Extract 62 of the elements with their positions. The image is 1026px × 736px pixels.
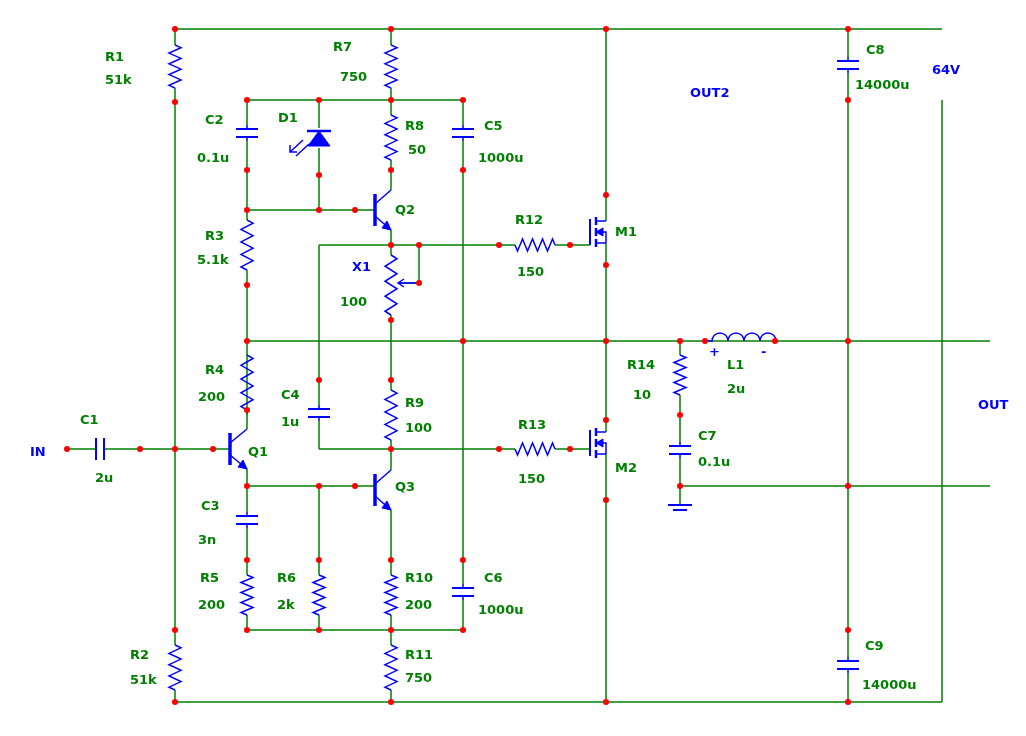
component-label: R10: [405, 570, 434, 586]
net-label: +: [709, 344, 720, 360]
component-label: 150: [517, 264, 545, 280]
component-label: 100: [405, 420, 433, 436]
net-label: -: [761, 344, 767, 360]
component-label: 14000u: [862, 677, 917, 693]
component-label: 10: [633, 387, 652, 403]
component-label: D1: [278, 110, 298, 126]
component-label: 200: [198, 389, 226, 405]
net-label: 64V: [932, 62, 961, 78]
component-label: 3n: [198, 532, 217, 548]
component-label: 100: [340, 294, 368, 310]
component-label: R14: [627, 357, 656, 373]
component-label: C4: [281, 387, 300, 403]
component-label: C9: [865, 638, 884, 654]
component-label: M2: [615, 460, 637, 476]
component-label: R9: [405, 395, 425, 411]
component-label: R11: [405, 647, 434, 663]
component-label: Q3: [395, 479, 416, 495]
component-label: R1: [105, 49, 125, 65]
component-label: C8: [866, 42, 885, 58]
component-label: R12: [515, 212, 544, 228]
component-label: 2k: [277, 597, 295, 613]
component-label: 150: [518, 471, 546, 487]
component-label: 5.1k: [197, 252, 229, 268]
component-label: C5: [484, 118, 503, 134]
component-label: M1: [615, 224, 637, 240]
component-label: 200: [405, 597, 433, 613]
component-label: R6: [277, 570, 297, 586]
component-label: 2u: [95, 470, 114, 486]
component-label: Q2: [395, 202, 416, 218]
net-label: OUT: [978, 397, 1009, 413]
component-label: R2: [130, 647, 150, 663]
component-label: C1: [80, 412, 99, 428]
component-label: R7: [333, 39, 353, 55]
component-label: 750: [340, 69, 368, 85]
component-label: 1000u: [478, 150, 524, 166]
component-label: 14000u: [855, 77, 910, 93]
net-label: X1: [352, 259, 372, 275]
component-label: R4: [205, 362, 225, 378]
component-label: 50: [408, 142, 427, 158]
component-label: C2: [205, 112, 224, 128]
component-label: 1u: [281, 414, 300, 430]
component-label: R5: [200, 570, 220, 586]
component-label: 0.1u: [197, 150, 230, 166]
component-label: 200: [198, 597, 226, 613]
component-label: R8: [405, 118, 425, 134]
component-label: R3: [205, 228, 225, 244]
component-label: L1: [727, 357, 745, 373]
component-label: C6: [484, 570, 503, 586]
component-label: 51k: [130, 672, 157, 688]
component-label: 51k: [105, 72, 132, 88]
component-label: 2u: [727, 381, 746, 397]
component-label: C3: [201, 498, 220, 514]
component-label: 0.1u: [698, 454, 731, 470]
net-label: OUT2: [690, 85, 730, 101]
component-label: C7: [698, 428, 717, 444]
component-label: 1000u: [478, 602, 524, 618]
component-label: Q1: [248, 444, 269, 460]
component-label: R13: [518, 417, 547, 433]
net-label: IN: [30, 444, 46, 460]
component-label: 750: [405, 670, 433, 686]
